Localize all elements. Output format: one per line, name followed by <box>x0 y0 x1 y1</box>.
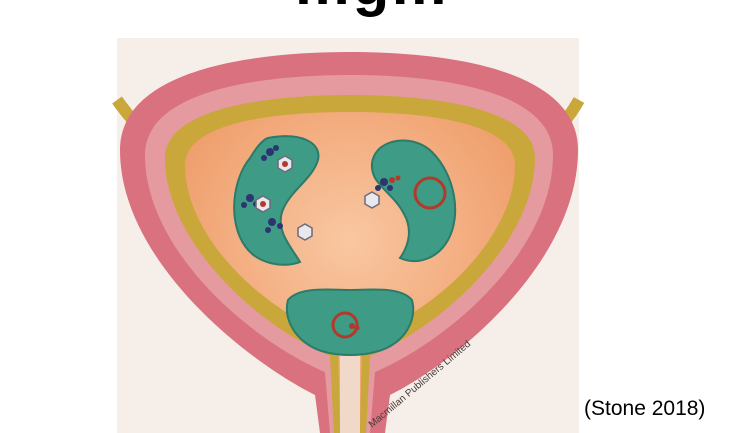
citation: (Stone 2018) <box>584 397 705 421</box>
